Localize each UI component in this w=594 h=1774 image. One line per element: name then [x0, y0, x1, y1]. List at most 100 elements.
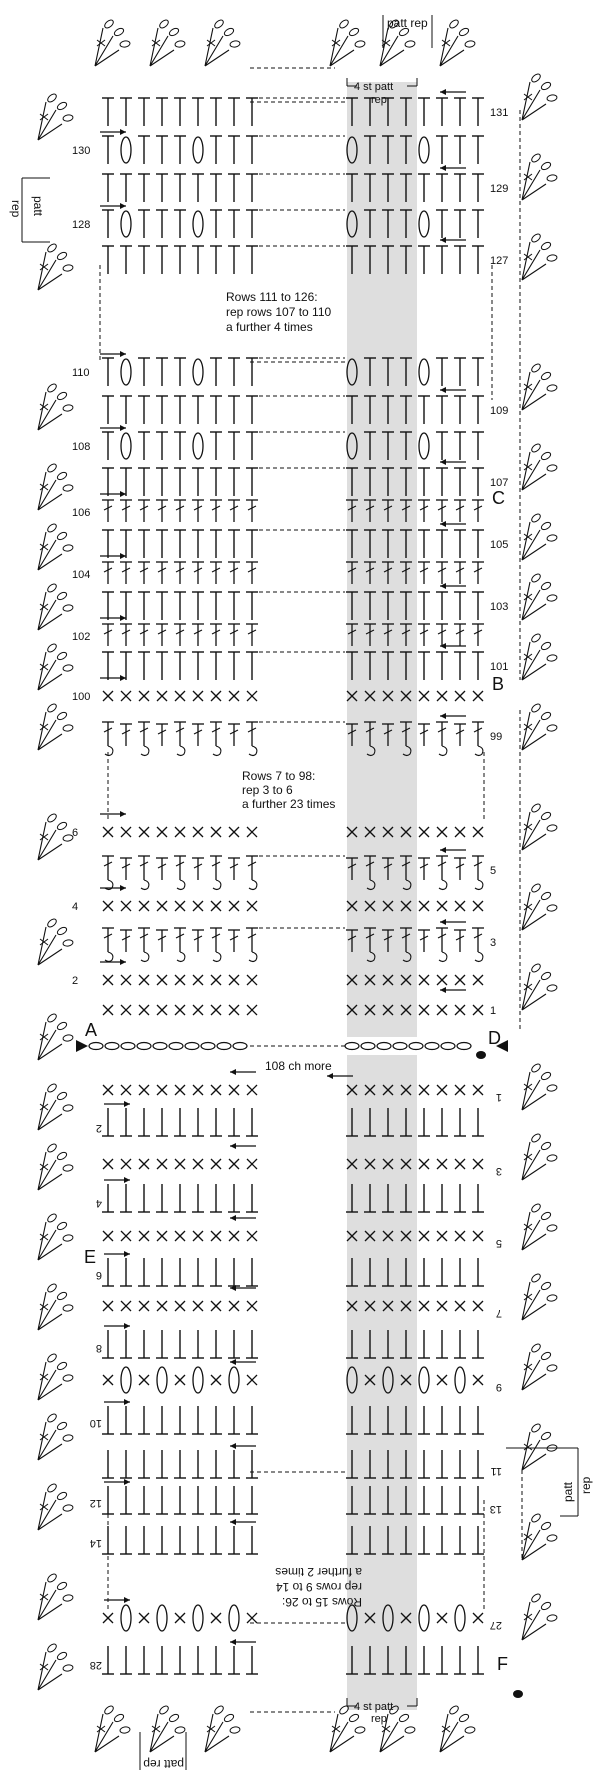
stitch — [173, 97, 187, 127]
stitch — [453, 529, 467, 559]
stitch-row-4: 4 — [72, 884, 484, 913]
stitch — [246, 1300, 258, 1312]
stitch — [137, 1449, 151, 1479]
stitch — [155, 1107, 169, 1137]
stitch — [173, 927, 187, 963]
stitch — [119, 651, 133, 681]
row-number: 127 — [490, 255, 508, 267]
stitch — [120, 358, 132, 386]
stitch — [137, 499, 151, 523]
stitch — [417, 467, 431, 497]
stitch — [155, 1329, 169, 1359]
stitch — [101, 395, 115, 425]
stitch — [209, 209, 223, 239]
stitch — [246, 826, 258, 838]
stitch-row-129: 129 — [101, 164, 508, 203]
stitch — [227, 431, 241, 461]
stitch-row-6: 6 — [72, 810, 484, 839]
row-number: 2 — [72, 975, 78, 987]
stitch — [173, 721, 187, 757]
stitch — [102, 690, 114, 702]
stitch — [191, 1645, 205, 1675]
bottom-row — [101, 1442, 485, 1479]
stitch — [101, 529, 115, 559]
stitch — [453, 209, 467, 239]
stitch — [209, 529, 223, 559]
stitch — [119, 1525, 133, 1555]
row-arrow — [103, 1176, 131, 1184]
stitch — [137, 1405, 151, 1435]
stitch — [471, 467, 485, 497]
stitch — [246, 1004, 258, 1016]
stitch — [173, 467, 187, 497]
stitch — [245, 1525, 259, 1555]
stitch — [418, 900, 430, 912]
stitch — [209, 721, 223, 757]
stitch — [471, 1405, 485, 1435]
row-arrow — [439, 164, 467, 172]
stitch — [137, 529, 151, 559]
stitch — [156, 1366, 168, 1394]
stitch — [418, 1366, 430, 1394]
row-number: 130 — [72, 145, 90, 157]
stitch — [173, 529, 187, 559]
stitch — [101, 623, 115, 647]
edge-fan — [37, 1641, 74, 1691]
stitch — [472, 900, 484, 912]
edge-fan — [37, 701, 74, 751]
chain-stitch — [216, 1041, 232, 1051]
stitch — [119, 529, 133, 559]
bottom-row — [102, 1214, 484, 1242]
stitch — [417, 173, 431, 203]
stitch — [209, 1485, 223, 1515]
row-arrow — [103, 1478, 131, 1486]
start-triangle-left — [76, 1040, 88, 1052]
four-st-patt-bottom-rep-label: rep — [371, 1713, 387, 1725]
row-number: 99 — [490, 731, 502, 743]
stitch — [471, 173, 485, 203]
stitch — [418, 210, 430, 238]
stitch — [138, 900, 150, 912]
stitch — [174, 1084, 186, 1096]
stitch — [472, 974, 484, 986]
row-arrow — [439, 88, 467, 96]
stitch — [417, 245, 431, 275]
stitch — [192, 1230, 204, 1242]
stitch-row-99: 99 — [101, 712, 502, 757]
row-arrow — [99, 614, 127, 622]
row-number: 105 — [490, 539, 508, 551]
stitch — [245, 591, 259, 621]
stitch — [453, 357, 467, 387]
stitch — [418, 136, 430, 164]
stitch — [245, 1329, 259, 1359]
stitch — [209, 467, 223, 497]
stitch — [101, 855, 115, 891]
stitch — [417, 857, 431, 881]
row-arrow — [103, 1100, 131, 1108]
stitch — [191, 1449, 205, 1479]
row-number: 104 — [72, 569, 90, 581]
stitch — [101, 467, 115, 497]
row-number: 11 — [491, 1465, 502, 1477]
marker-b: B — [492, 674, 504, 694]
stitch — [101, 1525, 115, 1555]
row-number: 10 — [90, 1417, 102, 1429]
stitch — [246, 1374, 258, 1386]
row-number: 4 — [96, 1197, 102, 1209]
stitch — [209, 431, 223, 461]
row-arrow — [229, 1142, 257, 1150]
stitch — [471, 623, 485, 647]
stitch — [417, 529, 431, 559]
stitch — [209, 173, 223, 203]
stitch — [245, 561, 259, 585]
stitch — [453, 561, 467, 585]
stitch — [227, 561, 241, 585]
stitch — [137, 467, 151, 497]
stitch — [137, 1329, 151, 1359]
stitch — [137, 135, 151, 165]
stitch — [191, 529, 205, 559]
stitch — [435, 927, 449, 963]
stitch — [101, 927, 115, 963]
stitch — [155, 467, 169, 497]
